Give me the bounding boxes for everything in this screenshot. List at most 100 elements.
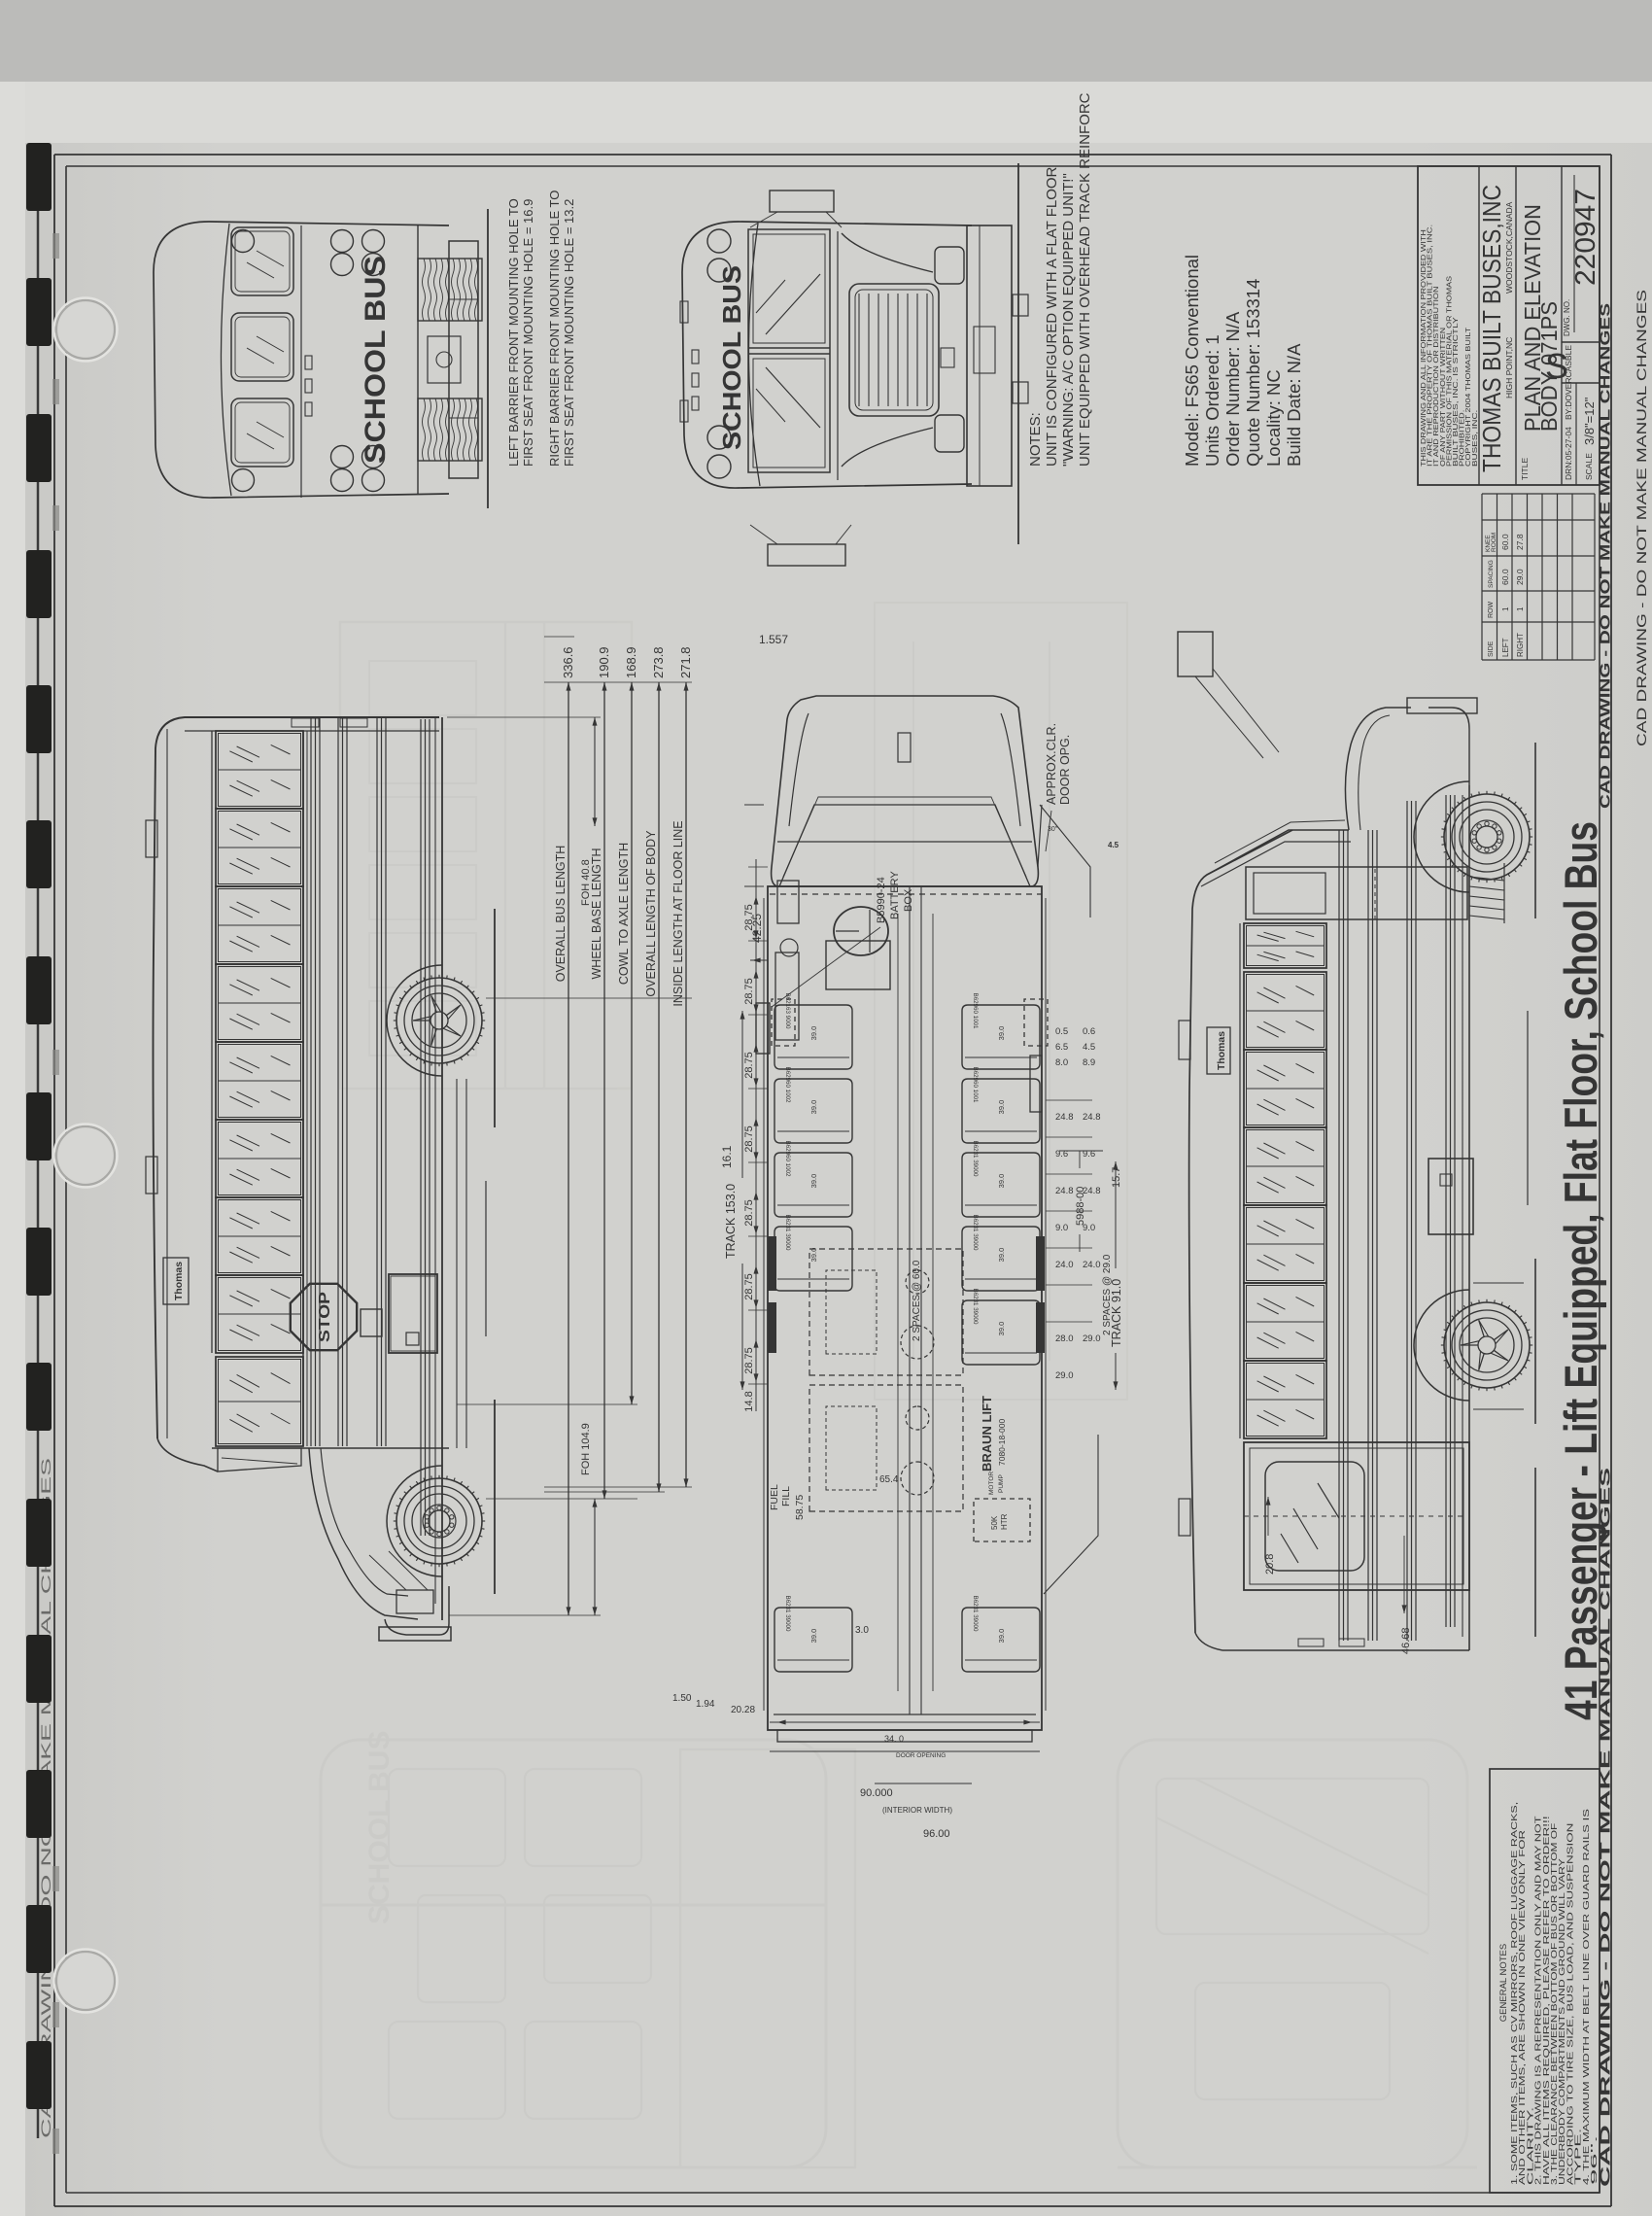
svg-text:COPYRIGHT 2004 THOMAS BUILT: COPYRIGHT 2004 THOMAS BUILT [1463,327,1472,467]
svg-text:1. SOME ITEMS, SUCH AS CV MIRR: 1. SOME ITEMS, SUCH AS CV MIRRORS, ROOF … [1509,1802,1519,2185]
svg-text:39.0: 39.0 [997,1100,1006,1115]
svg-text:39.0: 39.0 [997,1174,1006,1189]
svg-text:TRACK 91.0: TRACK 91.0 [1110,1279,1123,1347]
svg-text:96.00: 96.00 [923,1828,950,1840]
svg-text:HIGH POINT,NC: HIGH POINT,NC [1504,337,1514,398]
svg-text:UNDERBODY COMPARTMENTS AND GRO: UNDERBODY COMPARTMENTS AND GROUND WILL V… [1557,1858,1566,2185]
svg-text:1.50: 1.50 [672,1693,692,1704]
svg-text:29.0: 29.0 [1515,569,1525,585]
svg-text:WHEEL BASE LENGTH: WHEEL BASE LENGTH [590,848,603,980]
svg-text:27.8: 27.8 [1515,534,1525,550]
svg-text:28.75: 28.75 [743,1052,755,1079]
svg-text:9.6: 9.6 [1055,1149,1068,1160]
svg-text:39.0: 39.0 [809,1100,818,1115]
svg-text:GENERAL NOTES: GENERAL NOTES [1498,1944,1509,2022]
svg-text:42.25: 42.25 [750,914,764,943]
svg-text:336.6: 336.6 [561,646,575,678]
svg-text:RIGHT: RIGHT [1516,633,1525,657]
svg-text:29.0: 29.0 [1083,1333,1101,1344]
svg-text:8.9: 8.9 [1083,1057,1095,1068]
svg-text:B6231 39000: B6231 39000 [784,1215,791,1251]
svg-text:ROW: ROW [1488,602,1495,619]
svg-text:THOMAS BUILT BUSES,INC: THOMAS BUILT BUSES,INC [1477,185,1506,472]
svg-text:OF ANY PART WITHOUT WRITTEN: OF ANY PART WITHOUT WRITTEN [1438,328,1447,467]
svg-text:2. THIS DRAWING IS A REPRESENT: 2. THIS DRAWING IS A REPRESENTATION ONLY… [1533,1815,1543,2185]
svg-text:39.0: 39.0 [997,1322,1006,1336]
svg-text:3/8"=12": 3/8"=12" [1582,397,1597,445]
svg-text:DRN:05-27-04: DRN:05-27-04 [1564,427,1573,480]
svg-text:B62960 1002: B62960 1002 [784,1141,791,1177]
svg-text:0.6: 0.6 [1083,1026,1095,1037]
svg-text:28.75: 28.75 [743,1125,755,1153]
svg-text:SIDE: SIDE [1488,641,1495,657]
svg-text:Locality: NC: Locality: NC [1263,369,1284,467]
svg-text:BUILT BUSES, INC. IS STRICTLY: BUILT BUSES, INC. IS STRICTLY [1451,317,1460,467]
svg-text:3.0: 3.0 [855,1625,869,1636]
svg-text:96".: 96". [1589,2135,1599,2185]
svg-text:FIRST SEAT FRONT MOUNTING HOLE: FIRST SEAT FRONT MOUNTING HOLE = 13.2 [562,199,576,467]
svg-text:HAVE ALL ITEMS REQUIRED, PLEAS: HAVE ALL ITEMS REQUIRED, PLEASE REFER TO… [1541,1816,1551,2185]
svg-text:28.0: 28.0 [1055,1333,1074,1344]
svg-text:SPACING: SPACING [1488,560,1495,588]
svg-text:Quote Number: 153314: Quote Number: 153314 [1243,279,1263,467]
svg-text:PROHIBITED.: PROHIBITED. [1458,410,1466,467]
svg-text:39.0: 39.0 [997,1248,1006,1263]
svg-text:IT AND REPRODUCTION OR DISTRIB: IT AND REPRODUCTION OR DISTRIBUTION [1431,287,1440,467]
svg-text:SCHOOL BUS: SCHOOL BUS [360,256,392,464]
svg-text:28.75: 28.75 [743,978,755,1005]
svg-text:16.1: 16.1 [720,1145,734,1168]
svg-text:34. 0: 34. 0 [884,1734,904,1744]
svg-text:UNIT EQUIPPED WITH OVERHEAD T: UNIT EQUIPPED WITH OVERHEAD TRACK REINFO… [1077,92,1093,467]
svg-text:"WARNING: A/C OPTION EQUIPPED: "WARNING: A/C OPTION EQUIPPED UNIT!" [1060,173,1077,467]
svg-text:LEFT BARRIER FRONT MOUNTING HO: LEFT BARRIER FRONT MOUNTING HOLE TO [506,198,521,467]
svg-text:B62960 1001: B62960 1001 [972,993,979,1029]
svg-text:THIS DRAWING AND ALL INFORMATI: THIS DRAWING AND ALL INFORMATION PROVIDE… [1419,229,1428,467]
svg-text:41 Passenger - Lift Equipped,: 41 Passenger - Lift Equipped, Flat Floor… [1555,821,1606,1720]
svg-text:273.8: 273.8 [651,646,666,678]
svg-text:INSIDE LENGTH AT FLOOR LINE: INSIDE LENGTH AT FLOOR LINE [671,820,685,1006]
svg-text:PERMISSION OF THIS MATERIAL OR: PERMISSION OF THIS MATERIAL OR THOMAS [1444,276,1453,467]
svg-text:24.0: 24.0 [1083,1260,1101,1270]
svg-text:60.0: 60.0 [1500,569,1510,585]
svg-text:FIRST SEAT FRONT MOUNTING HOLE: FIRST SEAT FRONT MOUNTING HOLE = 16.9 [521,199,535,467]
svg-text:RIGHT BARRIER FRONT MOUNTING H: RIGHT BARRIER FRONT MOUNTING HOLE TO [547,190,562,467]
svg-text:B62163 9000: B62163 9000 [784,993,791,1029]
svg-text:2 SPACES @ 60.0: 2 SPACES @ 60.0 [912,1260,922,1341]
svg-text:B6231 39000: B6231 39000 [972,1289,979,1325]
svg-text:9.0: 9.0 [1083,1223,1095,1233]
svg-text:28.75: 28.75 [743,1199,755,1227]
svg-text:ACCORDING TO TIRE SIZE, BUS LO: ACCORDING TO TIRE SIZE, BUS LOAD, AND SU… [1565,1823,1574,2185]
svg-text:PLAN AND ELEVATION: PLAN AND ELEVATION [1520,204,1545,432]
svg-text:OVERALL LENGTH OF BODY: OVERALL LENGTH OF BODY [644,830,658,997]
svg-text:4.5: 4.5 [1083,1042,1095,1053]
svg-text:MOTOR: MOTOR [988,1472,995,1495]
svg-text:TYPE.: TYPE. [1573,2129,1583,2185]
svg-text:50K: 50K [990,1515,999,1530]
svg-text:(INTERIOR WIDTH): (INTERIOR WIDTH) [882,1806,952,1815]
svg-text:COWL TO AXLE LENGTH: COWL TO AXLE LENGTH [617,843,631,985]
svg-text:FOH 40.8: FOH 40.8 [580,859,592,906]
svg-text:39.0: 39.0 [809,1248,818,1263]
svg-text:B5990-24: B5990-24 [876,877,887,923]
svg-text:SCHOOL BUS: SCHOOL BUS [717,265,746,450]
svg-text:24.8: 24.8 [1083,1186,1101,1196]
svg-text:28.75: 28.75 [743,1347,755,1374]
svg-text:58.75: 58.75 [794,1495,806,1520]
svg-text:Model: FS65 Conventional: Model: FS65 Conventional [1182,255,1202,467]
svg-text:6.5: 6.5 [1055,1042,1068,1053]
svg-text:BODY 071PS: BODY 071PS [1536,301,1562,432]
svg-text:29.0: 29.0 [1055,1370,1074,1381]
svg-text:AND OTHER ITEMS, ARE SHOWN IN: AND OTHER ITEMS, ARE SHOWN IN ONE VIEW O… [1517,1830,1527,2185]
svg-text:190.9: 190.9 [597,646,611,678]
svg-text:24.0: 24.0 [1055,1260,1074,1270]
svg-text:4. THE MAXIMUM WIDTH AT BELT L: 4. THE MAXIMUM WIDTH AT BELT LINE OVER G… [1581,1809,1591,2185]
svg-text:SCHOOL BUS: SCHOOL BUS [363,1731,396,1924]
svg-text:39.0: 39.0 [809,1174,818,1189]
svg-text:Order Number: N/A: Order Number: N/A [1222,311,1243,467]
svg-text:TRACK 153.0: TRACK 153.0 [724,1184,738,1259]
svg-text:WOODSTOCK,CANADA: WOODSTOCK,CANADA [1504,201,1514,294]
svg-text:220947: 220947 [1570,189,1601,286]
svg-text:KNEE: KNEE [1485,535,1492,552]
svg-text:CLARITY.: CLARITY. [1525,2107,1534,2185]
svg-text:8.0: 8.0 [1055,1057,1068,1068]
